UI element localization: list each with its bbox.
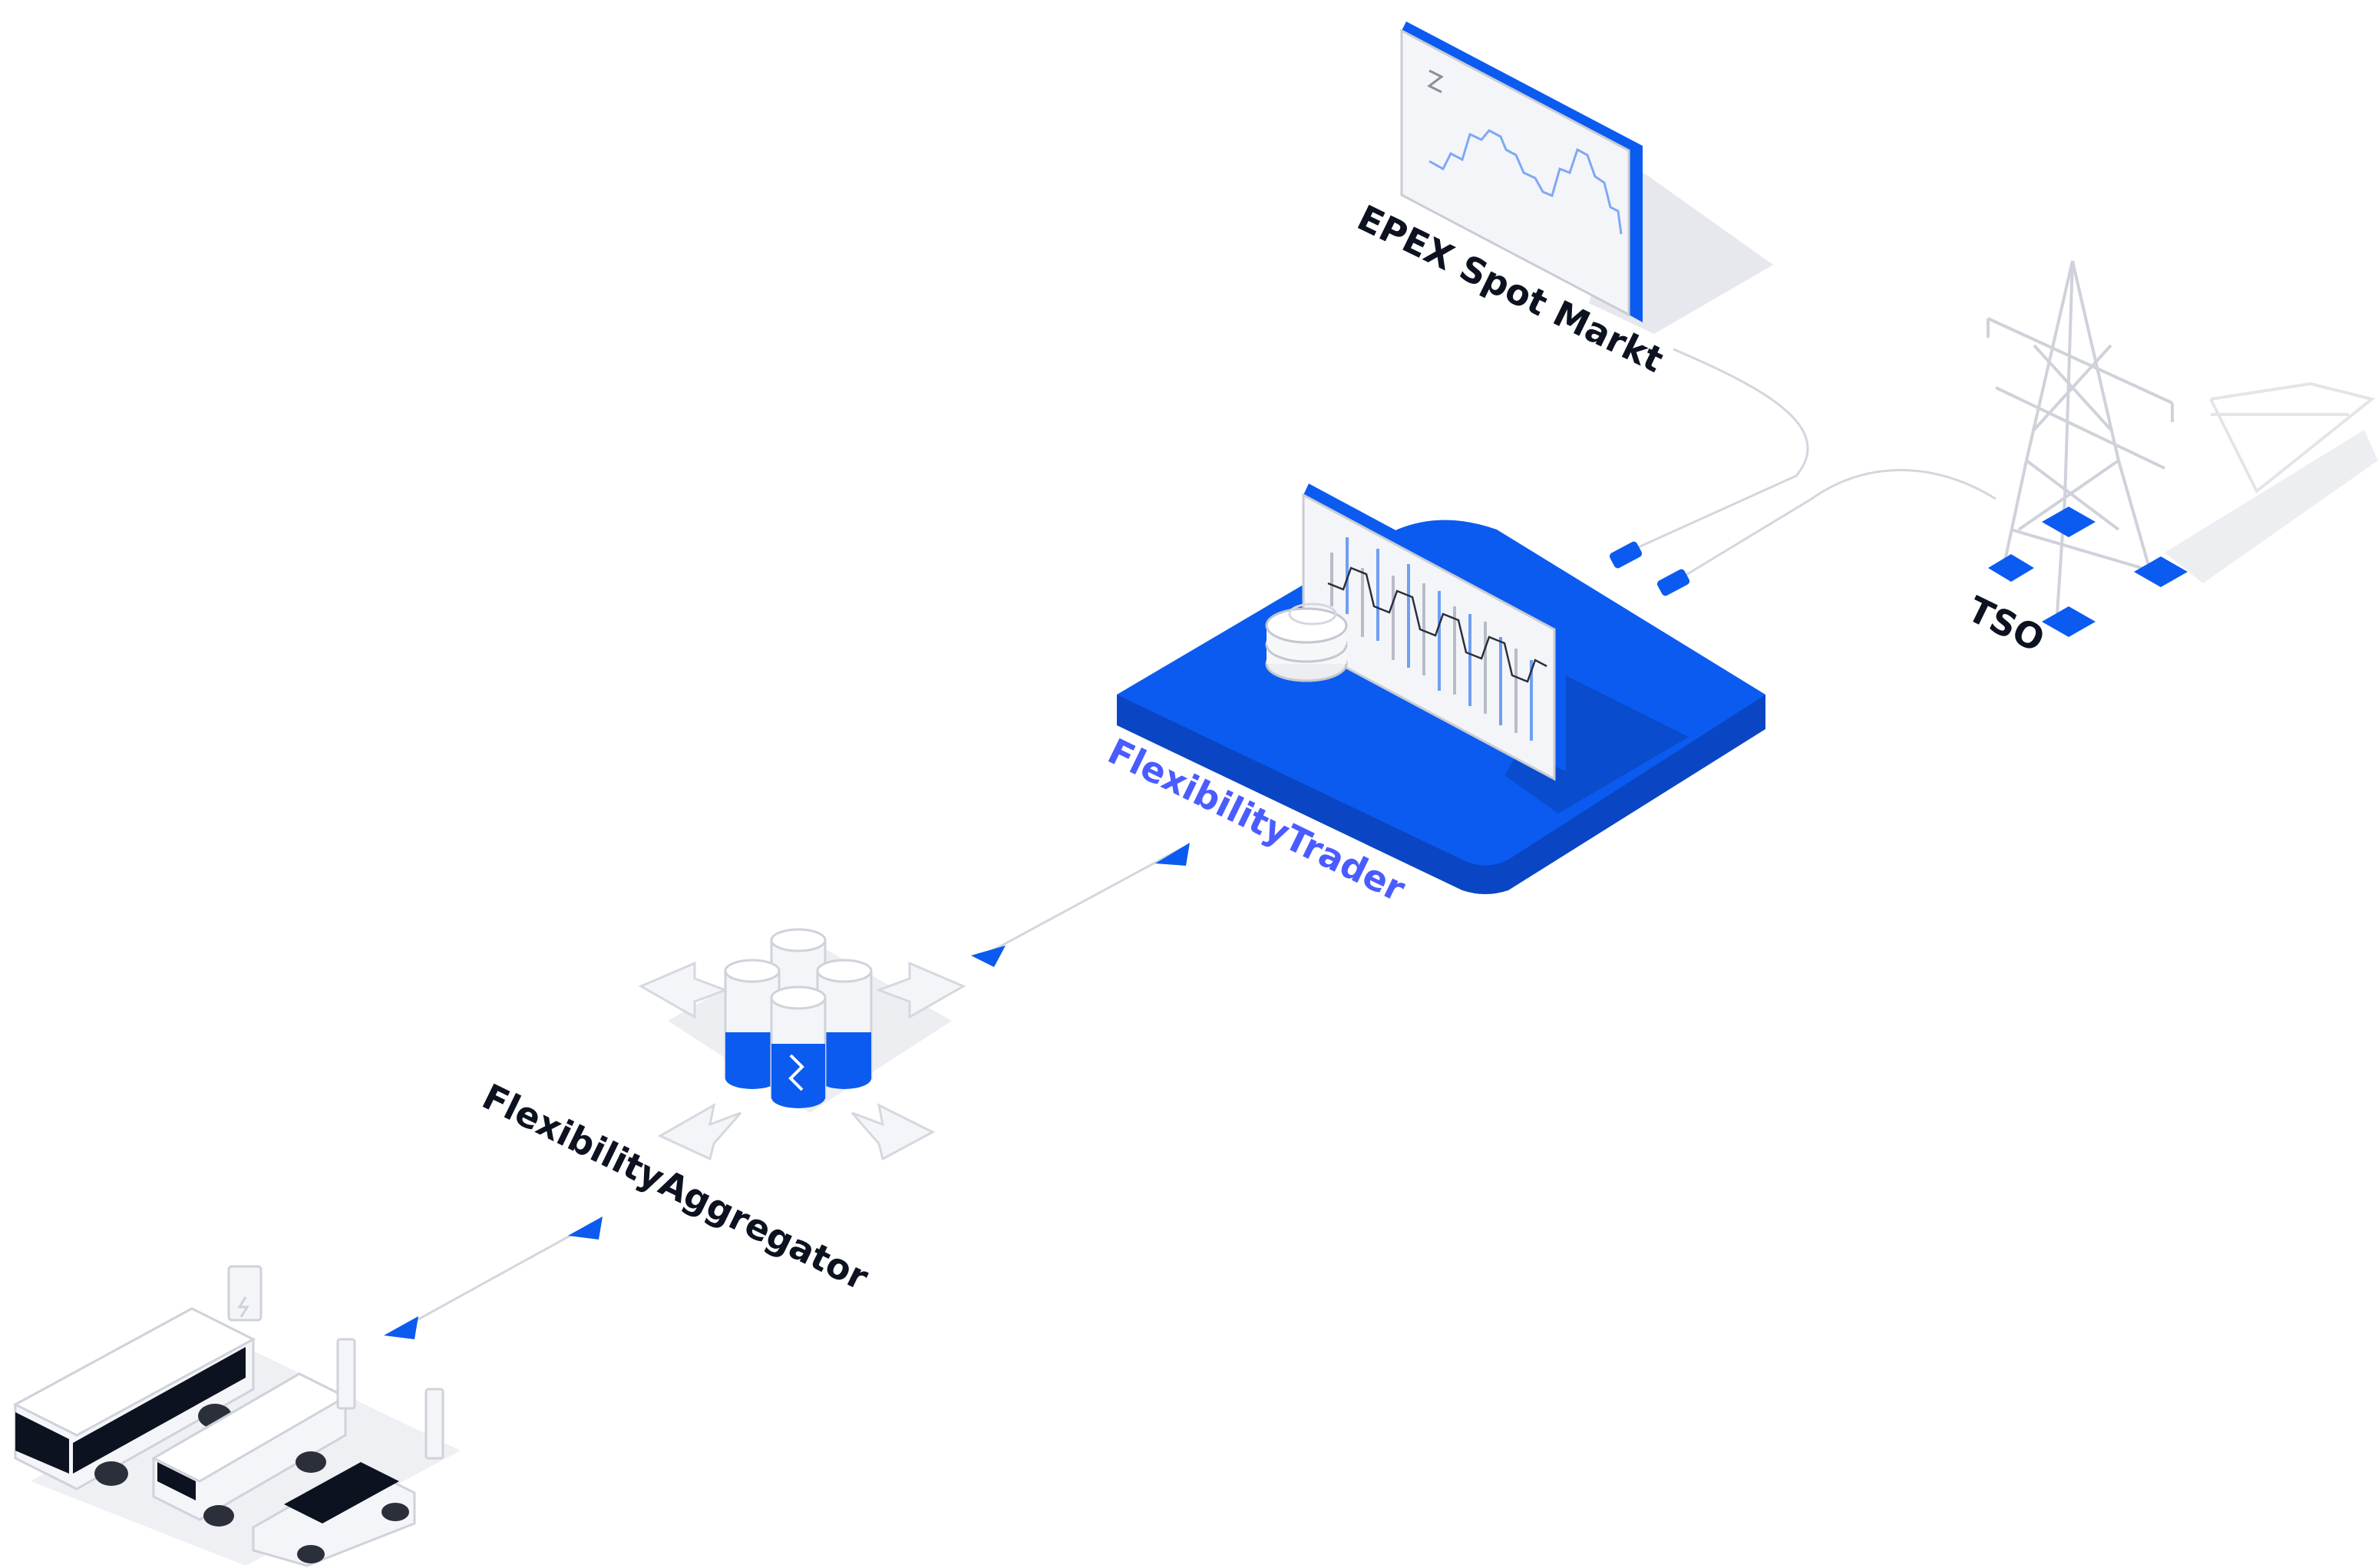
bus <box>12 1307 256 1490</box>
aggregator-arrow-top <box>971 946 1006 967</box>
transmission-tower-icon <box>1987 260 2378 615</box>
price-chart-screen-icon <box>1427 69 1623 235</box>
trader-arrow <box>1155 843 1190 866</box>
aggregator-to-fleet-line <box>402 1223 592 1329</box>
epex-to-trader-line <box>1634 348 1809 550</box>
battery-cluster-icon <box>724 928 873 1108</box>
tso-endpoint <box>1656 569 1690 596</box>
tso-label: TSO <box>1961 588 2051 660</box>
tower-foot-4 <box>2042 606 2096 637</box>
van <box>150 1372 348 1527</box>
trader-to-aggregator-line <box>989 847 1183 953</box>
tower-foot-1 <box>1988 554 2034 582</box>
charging-station-icon <box>227 1265 444 1460</box>
battery-front <box>770 985 827 1108</box>
epex-endpoint <box>1609 541 1643 569</box>
epex-price-line <box>1428 129 1623 235</box>
trading-platform-icon <box>1117 484 1765 894</box>
inflow-arrows <box>638 961 966 1161</box>
tower-ground-shadow <box>2165 430 2378 583</box>
epex-market <box>1400 21 1773 334</box>
aggregator-group <box>638 928 966 1161</box>
electric-vehicle-fleet-icon <box>12 1265 461 1567</box>
tower-foot-2 <box>2042 507 2096 537</box>
coin-stack-icon <box>1265 602 1348 682</box>
battery-right <box>816 959 873 1089</box>
tower-foot-3 <box>2134 556 2188 587</box>
fleet-arrow <box>384 1316 418 1339</box>
battery-left <box>724 959 781 1089</box>
epex-logo-mark <box>1427 69 1444 94</box>
connector-endpoints <box>384 541 1690 1339</box>
aggregator-arrow-bottom <box>568 1216 603 1240</box>
car <box>252 1462 416 1567</box>
trader-chart-bars <box>1327 537 1547 741</box>
trader-screen-face <box>1302 493 1556 781</box>
connector-lines <box>402 348 1997 1329</box>
tower-shadow-arms <box>2209 381 2376 494</box>
epex-screen-face <box>1400 28 1630 317</box>
tower-footings <box>1988 507 2188 637</box>
tso-to-trader-line <box>1684 469 1997 577</box>
